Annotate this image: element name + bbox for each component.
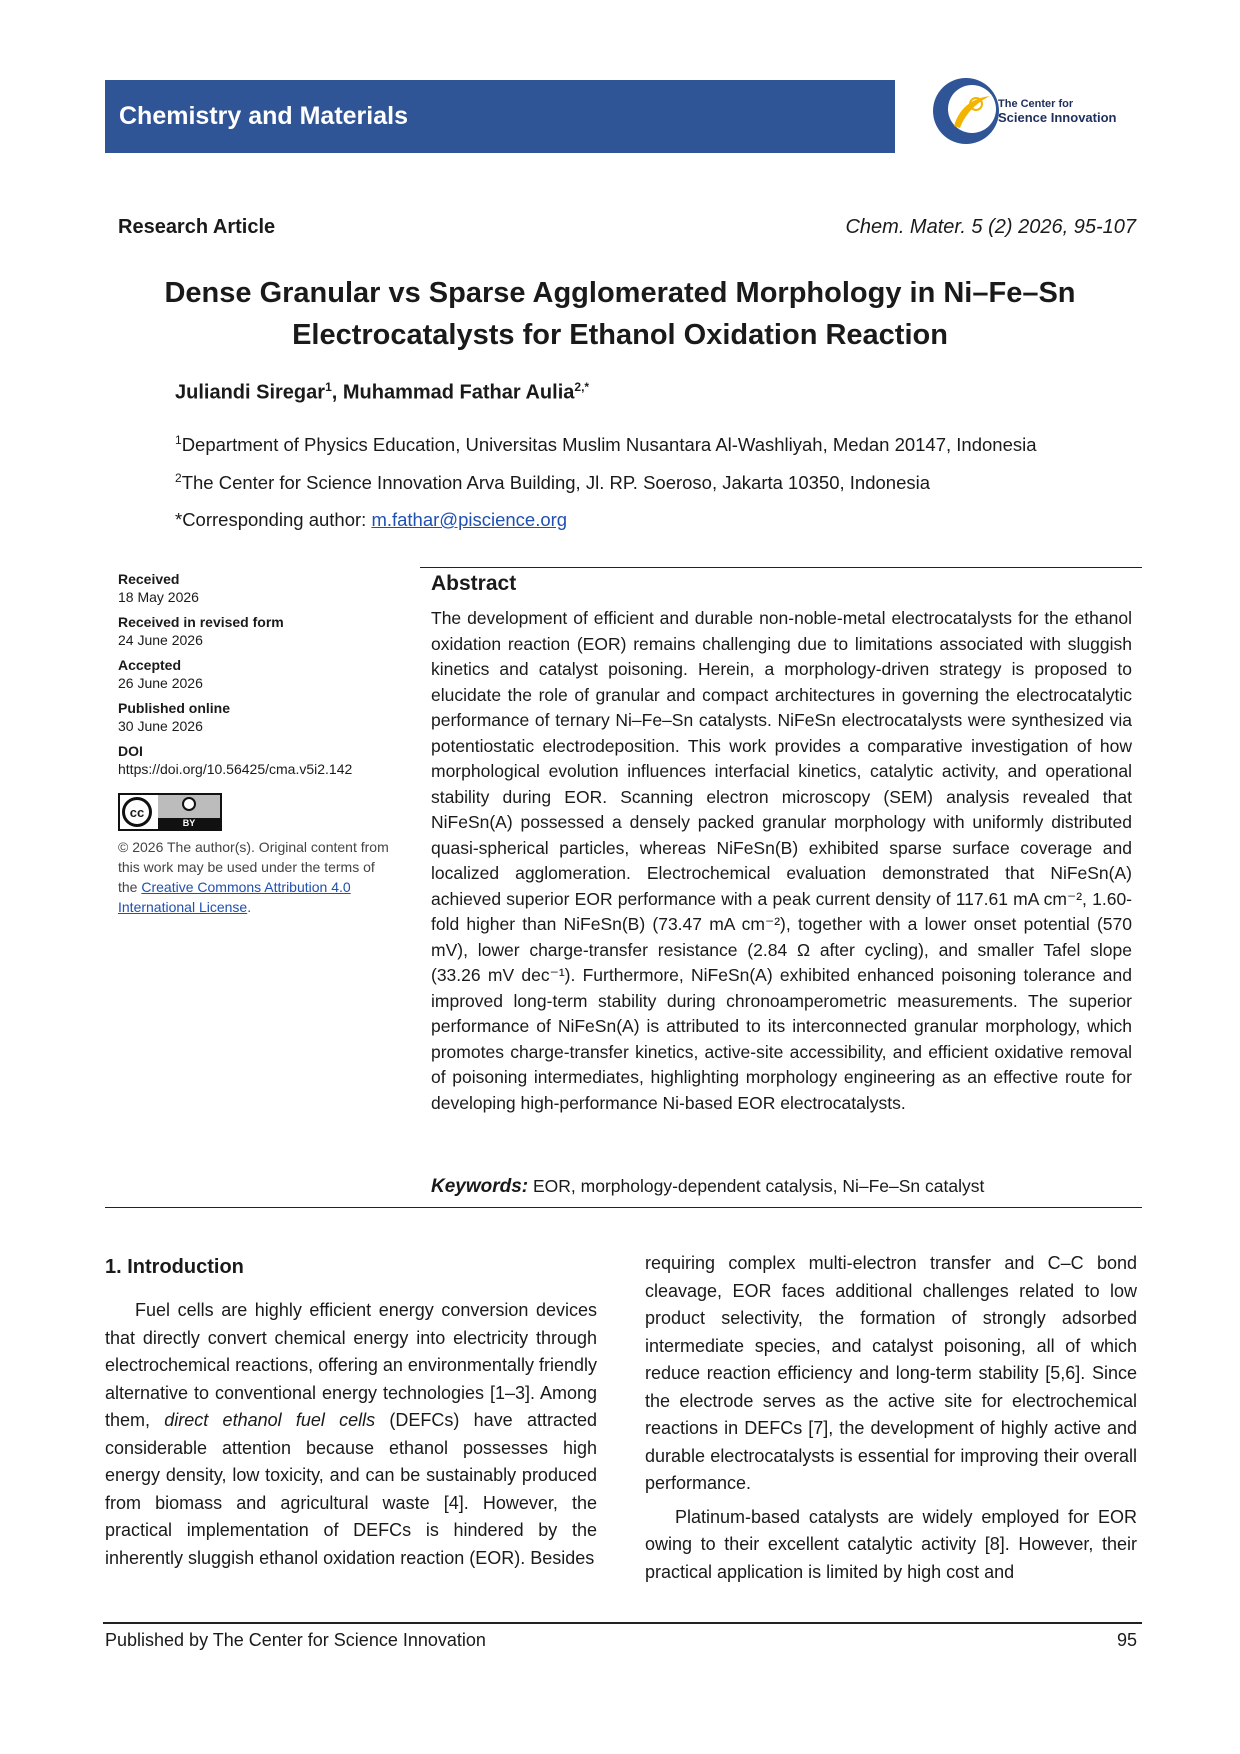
publisher-logo-icon	[933, 78, 999, 144]
by-icon: BY	[158, 795, 220, 829]
section-heading-introduction: 1. Introduction	[105, 1256, 244, 1278]
intro-paragraph-2: Platinum-based catalysts are widely empl…	[645, 1506, 1137, 1582]
abstract-top-rule	[420, 567, 1142, 568]
title-line-2: Electrocatalysts for Ethanol Oxidation R…	[292, 319, 948, 351]
logo-line-2: Science Innovation	[998, 110, 1117, 125]
license-link[interactable]: Creative Commons Attribution 4.0 Interna…	[118, 879, 351, 915]
received-label: Received	[118, 571, 180, 587]
citation: Chem. Mater. 5 (2) 2026, 95-107	[845, 216, 1136, 238]
abstract-heading: Abstract	[431, 572, 517, 595]
keywords-list: EOR, morphology-dependent catalysis, Ni–…	[528, 1176, 985, 1196]
footer-publisher: Published by The Center for Science Inno…	[105, 1630, 486, 1650]
license-text: © 2026 The author(s). Original content f…	[118, 837, 398, 917]
body-column-left: Fuel cells are highly efficient energy c…	[105, 1297, 597, 1578]
affiliation-1-text: Department of Physics Education, Univers…	[181, 434, 1037, 456]
intro-paragraph-1: Fuel cells are highly efficient energy c…	[105, 1297, 597, 1572]
body-column-right: requiring complex multi-electron transfe…	[645, 1250, 1137, 1592]
license-text-after: .	[247, 899, 252, 915]
intro-paragraph-1-continued: requiring complex multi-electron transfe…	[645, 1253, 1137, 1493]
doi-value[interactable]: https://doi.org/10.56425/cma.v5i2.142	[118, 761, 353, 777]
accepted-label: Accepted	[118, 657, 182, 673]
cc-icon: cc	[122, 797, 152, 827]
received-date: 18 May 2026	[118, 589, 199, 605]
author-list: Juliandi Siregar1, Muhammad Fathar Aulia…	[175, 380, 589, 405]
affiliation-2-text: The Center for Science Innovation Arva B…	[181, 472, 931, 494]
article-type: Research Article	[118, 216, 276, 238]
author-2-affil: 2,*	[574, 380, 590, 394]
published-date: 30 June 2026	[118, 718, 203, 734]
author-2: Muhammad Fathar Aulia	[342, 381, 575, 404]
article-title: Dense Granular vs Sparse Agglomerated Mo…	[130, 272, 1110, 356]
publisher-logo: The Center for Science Innovation	[932, 76, 1132, 146]
published-label: Published online	[118, 700, 231, 716]
doi-label: DOI	[118, 743, 143, 759]
intro-p1-part-b: (DEFCs) have attracted considerable atte…	[105, 1410, 597, 1568]
cc-by-badge[interactable]: cc BY	[118, 793, 222, 831]
license-text-before: © 2026 The author(s). Original content f…	[118, 839, 389, 895]
affiliation-1: 1Department of Physics Education, Univer…	[175, 433, 1037, 456]
journal-banner: Chemistry and Materials	[105, 80, 895, 153]
accepted-date: 26 June 2026	[118, 675, 203, 691]
page-number: 95	[1116, 1630, 1137, 1650]
keywords: Keywords: EOR, morphology-dependent cata…	[431, 1176, 984, 1198]
corresponding-author: *Corresponding author: m.fathar@piscienc…	[175, 509, 567, 531]
title-line-1: Dense Granular vs Sparse Agglomerated Mo…	[164, 277, 1076, 309]
footer-rule	[103, 1622, 1142, 1624]
abstract-text: The development of efficient and durable…	[431, 608, 1132, 1113]
revised-label: Received in revised form	[118, 614, 284, 630]
corresponding-email-link[interactable]: m.fathar@piscience.org	[371, 509, 568, 530]
logo-line-1: The Center for	[998, 98, 1074, 110]
article-dates-panel: Received 18 May 2026 Received in revised…	[118, 571, 398, 917]
intro-p1-emphasis: direct ethanol fuel cells	[164, 1410, 376, 1430]
person-icon	[182, 797, 196, 811]
author-1-affil: 1	[325, 380, 332, 394]
keywords-label: Keywords:	[431, 1176, 529, 1197]
author-separator: ,	[331, 381, 343, 404]
author-1: Juliandi Siregar	[175, 381, 326, 404]
affiliation-1-mark: 1	[175, 433, 182, 447]
revised-date: 24 June 2026	[118, 632, 203, 648]
intro-p1-part-a: Fuel cells are highly efficient energy c…	[105, 1300, 597, 1430]
abstract-bottom-rule	[105, 1207, 1142, 1208]
by-label: BY	[158, 818, 220, 829]
corresponding-label: *Corresponding author:	[175, 509, 372, 530]
affiliation-2: 2The Center for Science Innovation Arva …	[175, 471, 930, 494]
journal-name: Chemistry and Materials	[119, 102, 408, 130]
affiliation-2-mark: 2	[175, 471, 182, 485]
